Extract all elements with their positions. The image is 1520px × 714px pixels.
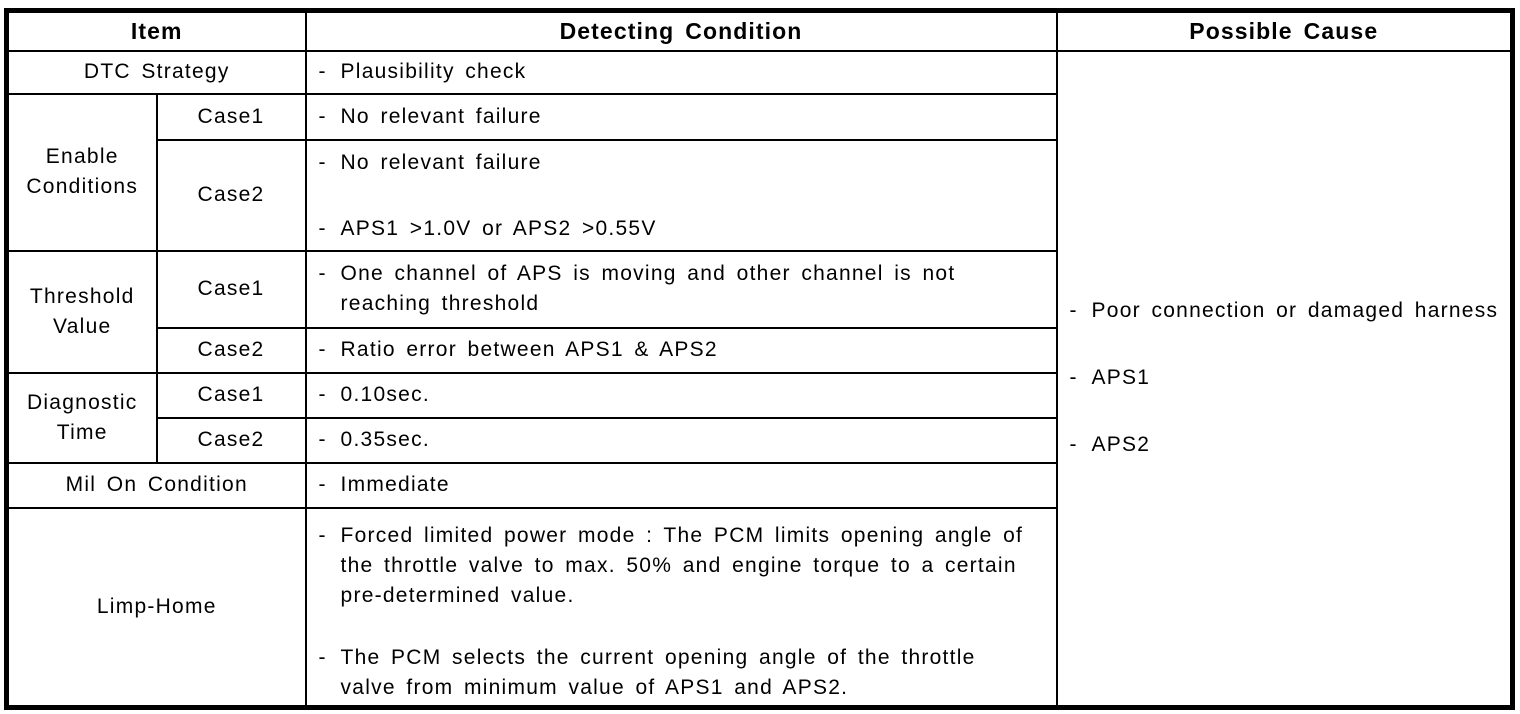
enable-conditions-case2-condition-cell: - No relevant failure - APS1 >1.0V or AP…	[304, 138, 1058, 252]
condition-item: - APS1 >1.0V or APS2 >0.55V	[319, 214, 1050, 244]
condition-text: No relevant failure	[340, 104, 542, 128]
diagnostic-time-case2-condition-cell: - 0.35sec.	[304, 416, 1058, 464]
condition-text: The PCM selects the current opening angl…	[340, 645, 976, 699]
row-limp-home: Limp-Home - Forced limited power mode : …	[5, 506, 1513, 708]
dtc-diagnostic-table: Item Detecting Condition Possible Cause …	[4, 8, 1516, 710]
row-mil-on-condition: Mil On Condition - Immediate	[5, 461, 1513, 509]
possible-cause-text: Poor connection or damaged harness	[1091, 299, 1499, 322]
column-header-possible-cause: Possible Cause	[1055, 9, 1514, 52]
condition-item: - No relevant failure	[319, 102, 1050, 132]
row-enable-conditions-case2: Case2 - No relevant failure - APS1 >1.0V…	[7, 138, 1513, 252]
dtc-strategy-label: DTC Strategy	[5, 49, 307, 95]
bullet-dash: -	[318, 150, 327, 174]
header-row: Item Detecting Condition Possible Cause	[5, 9, 1514, 52]
possible-cause-cell: - Poor connection or damaged harness - A…	[1055, 49, 1514, 708]
enable-conditions-label: Enable Conditions	[5, 92, 158, 252]
row-diagnostic-time-case2: Case2 - 0.35sec.	[7, 416, 1513, 464]
possible-cause-text: APS1	[1091, 366, 1151, 389]
condition-text: APS1 >1.0V or APS2 >0.55V	[340, 216, 657, 240]
possible-cause-item: - APS2	[1070, 430, 1507, 460]
row-diagnostic-time-case1: Diagnostic Time Case1 - 0.10sec.	[5, 371, 1513, 464]
possible-cause-item: - Poor connection or damaged harness	[1070, 296, 1507, 326]
column-header-detecting-condition: Detecting Condition	[304, 9, 1058, 52]
bullet-dash: -	[318, 60, 327, 83]
condition-item: - The PCM selects the current opening an…	[319, 643, 1024, 703]
bullet-dash: -	[318, 216, 327, 240]
condition-text: 0.10sec.	[340, 383, 430, 406]
diagnostic-time-case2-label: Case2	[155, 416, 307, 464]
bullet-dash: -	[318, 645, 327, 669]
enable-conditions-case1-label: Case1	[155, 92, 307, 141]
bullet-dash: -	[1069, 366, 1078, 389]
dtc-strategy-condition-cell: - Plausibility check	[304, 49, 1058, 95]
bullet-dash: -	[1069, 299, 1078, 322]
bullet-dash: -	[318, 428, 327, 451]
threshold-value-case2-label: Case2	[155, 326, 307, 374]
limp-home-label: Limp-Home	[5, 506, 307, 708]
column-header-item: Item	[5, 9, 307, 52]
condition-item: - 0.10sec.	[319, 380, 1050, 410]
condition-text: Ratio error between APS1 & APS2	[340, 338, 718, 361]
condition-text: Plausibility check	[340, 60, 527, 83]
bullet-dash: -	[1069, 433, 1078, 456]
bullet-dash: -	[318, 473, 327, 496]
mil-on-condition-label: Mil On Condition	[5, 461, 307, 509]
condition-item: - Forced limited power mode : The PCM li…	[319, 521, 1024, 611]
condition-text: No relevant failure	[340, 150, 542, 174]
condition-item: - No relevant failure	[319, 148, 1050, 178]
condition-list: - Forced limited power mode : The PCM li…	[319, 511, 1024, 703]
diagnostic-time-case1-condition-cell: - 0.10sec.	[304, 371, 1058, 419]
condition-item: - Ratio error between APS1 & APS2	[319, 335, 1050, 365]
row-enable-conditions-case1: Enable Conditions Case1 - No relevant fa…	[5, 92, 1513, 252]
threshold-value-case1-condition-cell: - One channel of APS is moving and other…	[304, 249, 1058, 329]
condition-text: Forced limited power mode : The PCM limi…	[340, 523, 1024, 607]
possible-cause-text: APS2	[1091, 433, 1151, 456]
row-threshold-value-case1: Threshold Value Case1 - One channel of A…	[5, 249, 1513, 374]
enable-conditions-case2-label: Case2	[155, 138, 307, 252]
row-dtc-strategy: DTC Strategy - Plausibility check - Poor…	[5, 49, 1514, 708]
row-threshold-value-case2: Case2 - Ratio error between APS1 & APS2	[7, 326, 1513, 374]
condition-item: - 0.35sec.	[319, 425, 1050, 455]
bullet-dash: -	[318, 262, 327, 285]
condition-list: - No relevant failure - APS1 >1.0V or AP…	[319, 148, 1050, 244]
condition-text: 0.35sec.	[340, 428, 430, 451]
condition-item: - Plausibility check	[319, 57, 1050, 87]
mil-on-condition-condition-cell: - Immediate	[304, 461, 1058, 509]
threshold-value-case1-label: Case1	[155, 249, 307, 329]
threshold-value-case2-condition-cell: - Ratio error between APS1 & APS2	[304, 326, 1058, 374]
diagnostic-time-label: Diagnostic Time	[5, 371, 158, 464]
diagnostic-time-case1-label: Case1	[155, 371, 307, 419]
condition-text: Immediate	[340, 473, 450, 496]
bullet-dash: -	[318, 338, 327, 361]
bullet-dash: -	[318, 104, 327, 128]
bullet-dash: -	[318, 383, 327, 406]
limp-home-condition-cell: - Forced limited power mode : The PCM li…	[304, 506, 1058, 708]
threshold-value-label: Threshold Value	[5, 249, 158, 374]
possible-cause-list: - Poor connection or damaged harness - A…	[1070, 296, 1507, 460]
condition-item: - One channel of APS is moving and other…	[319, 259, 1050, 319]
possible-cause-item: - APS1	[1070, 363, 1507, 393]
condition-text: One channel of APS is moving and other c…	[340, 262, 956, 315]
condition-item: - Immediate	[319, 470, 1050, 500]
bullet-dash: -	[318, 523, 327, 547]
enable-conditions-case1-condition-cell: - No relevant failure	[304, 92, 1058, 141]
